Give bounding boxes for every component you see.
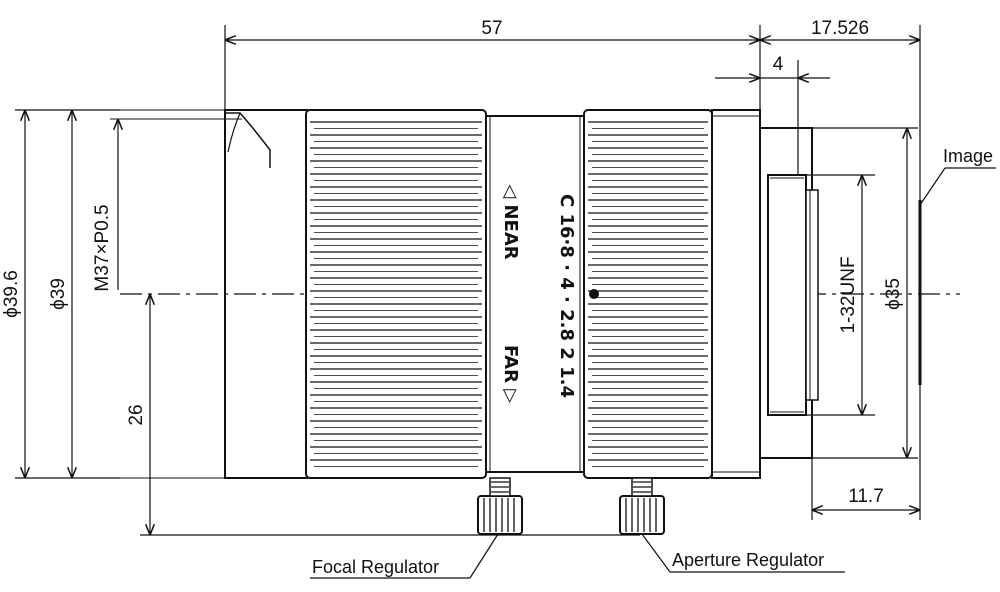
dim-dia-39: ϕ39 xyxy=(48,278,69,310)
dim-thread-m37: M37×P0.5 xyxy=(92,204,113,291)
scale-band xyxy=(485,115,585,473)
index-dot xyxy=(589,289,599,299)
focus-far-label: FAR ▷ xyxy=(500,345,521,403)
aperture-regulator-screw xyxy=(619,477,665,535)
dim-thread-unf: 1-32UNF xyxy=(838,256,859,333)
label-image: Image xyxy=(943,146,993,166)
c-mount xyxy=(759,127,819,459)
dim-length-57: 57 xyxy=(481,18,502,39)
aperture-scale: C 16·8 · 4 · 2.8 2 1.4 xyxy=(556,194,577,398)
aperture-ring xyxy=(583,109,713,479)
dim-dia-39-6: ϕ39.6 xyxy=(1,270,22,318)
dim-image-11-7: 11.7 xyxy=(848,486,884,507)
dim-mount-4: 4 xyxy=(773,54,784,75)
dim-dia-35: ϕ35 xyxy=(883,278,904,310)
dim-height-26: 26 xyxy=(126,404,147,425)
rear-barrel xyxy=(711,109,761,479)
focus-near-label: ◁ NEAR xyxy=(500,184,521,259)
dim-flange-17526: 17.526 xyxy=(811,18,869,39)
label-focal-regulator: Focal Regulator xyxy=(312,557,439,577)
focus-ring xyxy=(305,109,487,479)
label-aperture-regulator: Aperture Regulator xyxy=(672,550,824,570)
focal-regulator-screw xyxy=(477,477,523,535)
